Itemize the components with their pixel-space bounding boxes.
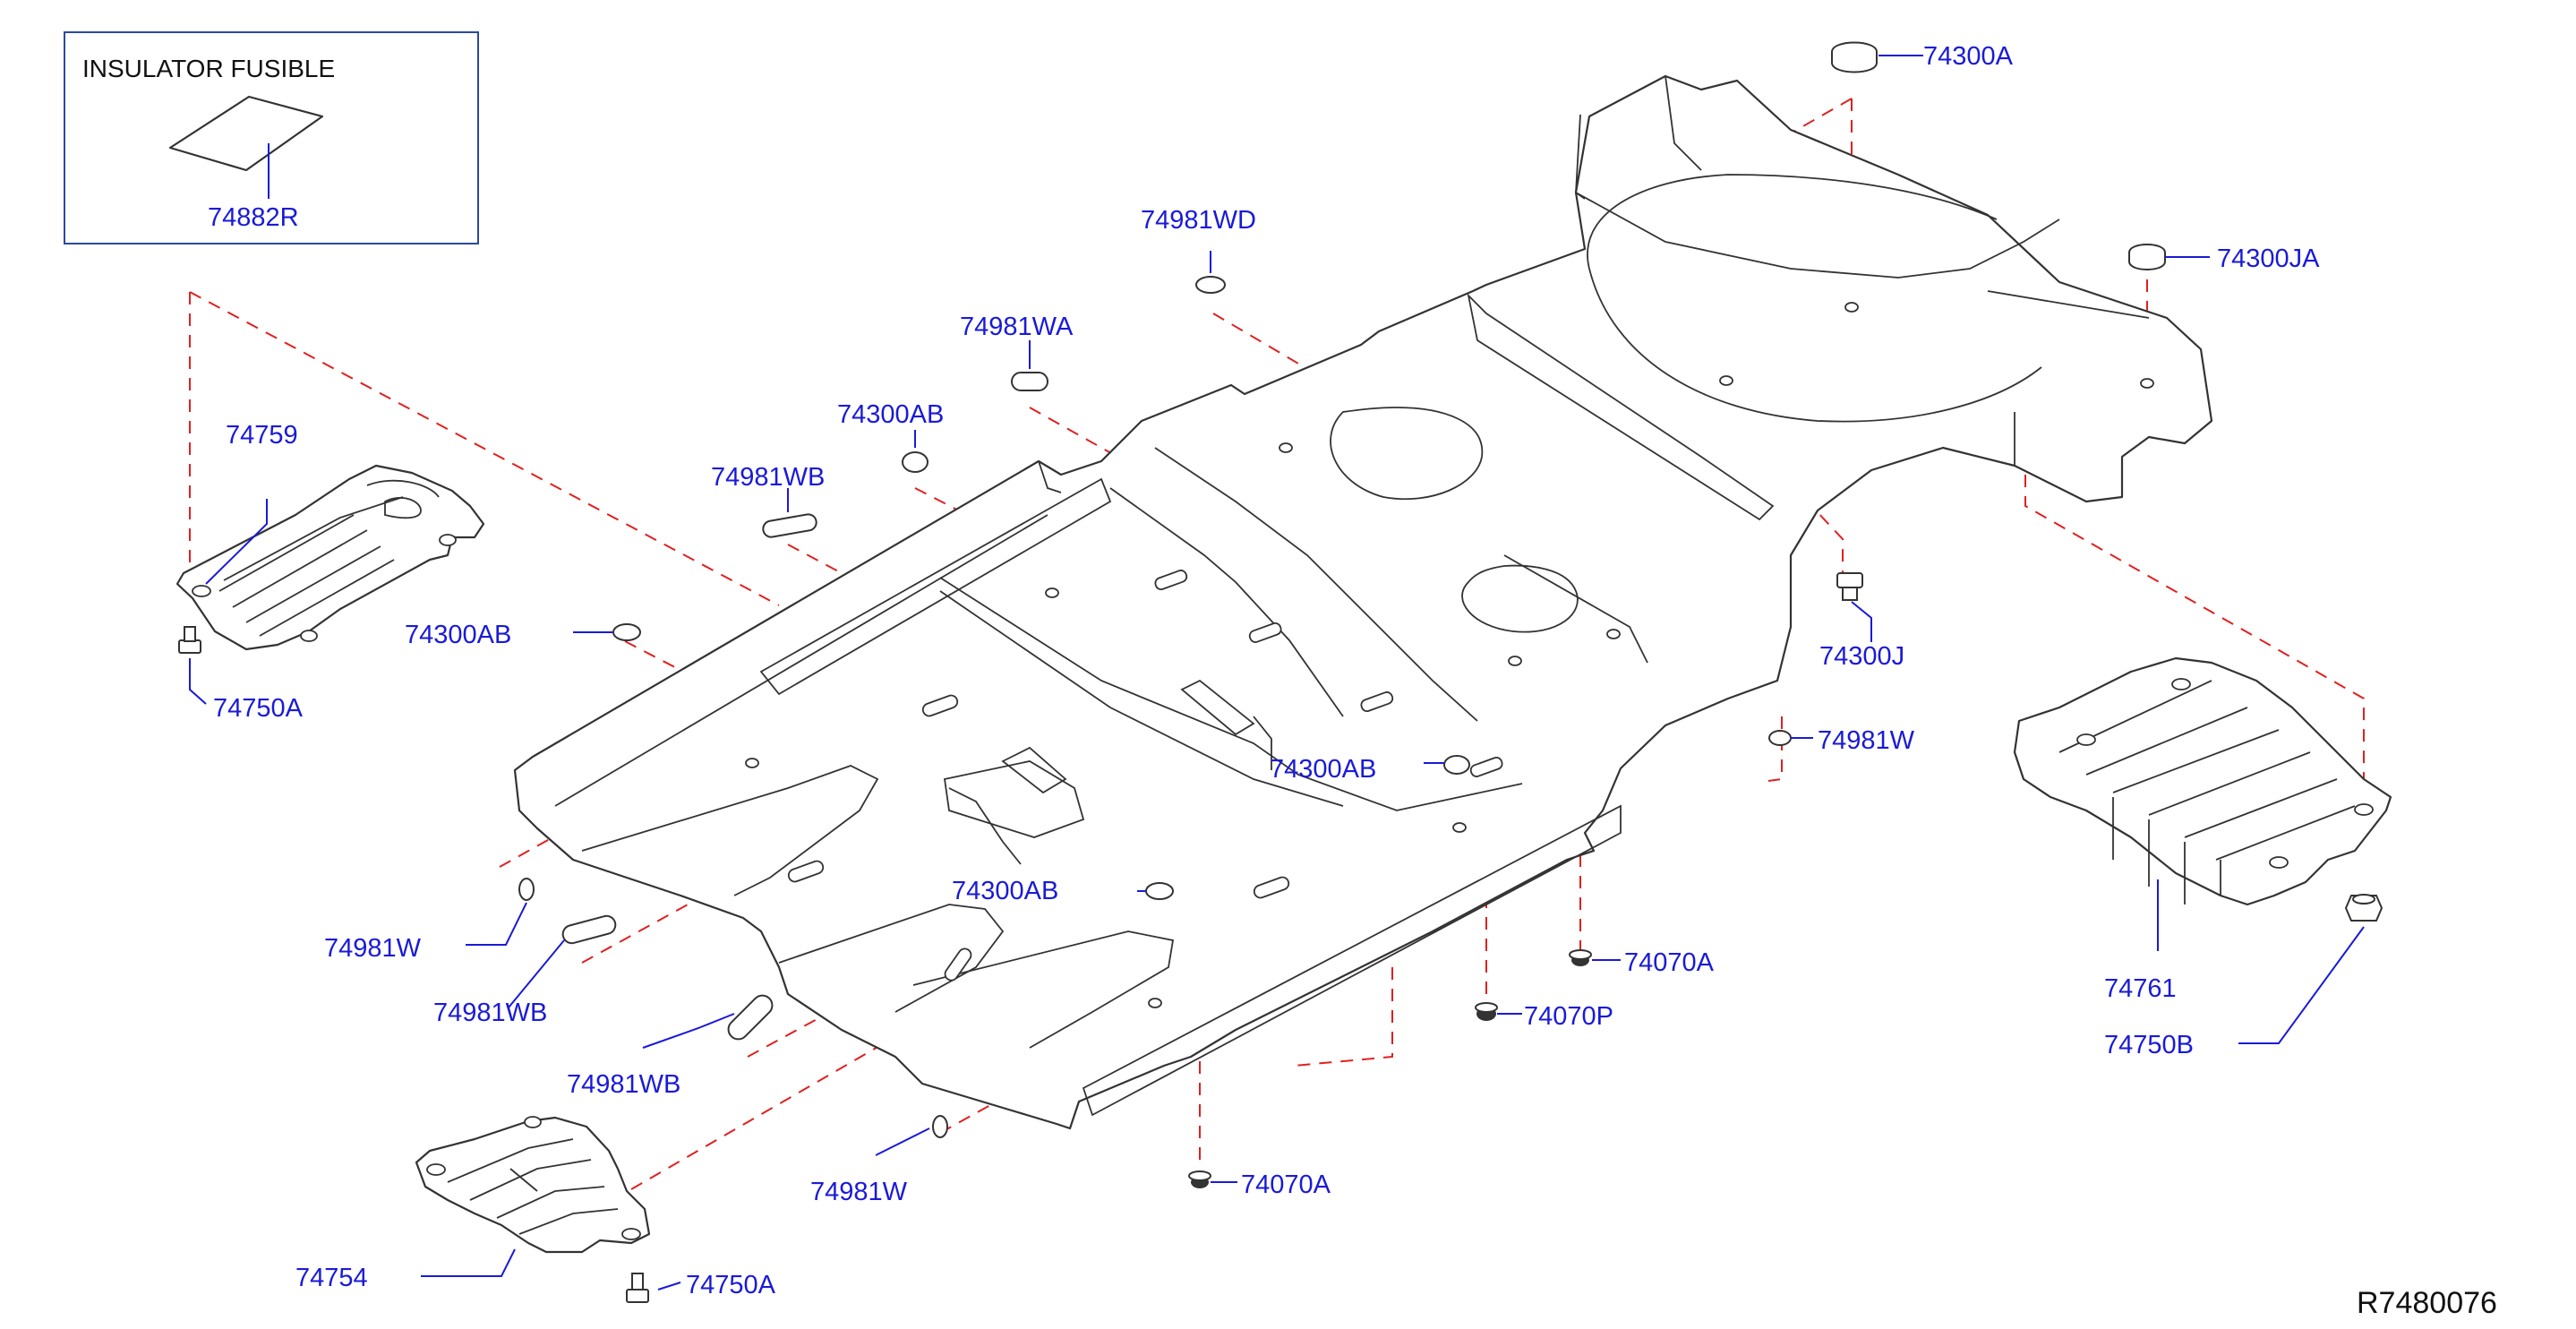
diagram-reference-id: R7480076	[2357, 1286, 2497, 1320]
label-74981w-left: 74981W	[324, 934, 422, 963]
label-74070a-bottom: 74070A	[1241, 1170, 1331, 1199]
label-74300ab-mid: 74300AB	[1270, 755, 1376, 784]
label-74981wb-left: 74981WB	[433, 999, 547, 1027]
label-74300ab-left: 74300AB	[405, 621, 511, 649]
part-labels: 74300A 74300JA 74981WD 74981WA 74300AB 7…	[213, 42, 2320, 1299]
label-74981wb-top: 74981WB	[711, 463, 825, 492]
label-74750a-left: 74750A	[213, 694, 304, 723]
floor-insulator-main	[513, 74, 2213, 1130]
bolt-74750a-bottom	[626, 1273, 649, 1303]
plug-74981wb-top	[762, 513, 817, 538]
inset-title: INSULATOR FUSIBLE	[82, 55, 335, 82]
plug-74300ab-mid	[1443, 755, 1470, 775]
plug-74300a	[1831, 41, 1878, 73]
label-74070p: 74070P	[1524, 1002, 1613, 1031]
label-74981wd: 74981WD	[1141, 206, 1256, 235]
label-74981w-right: 74981W	[1818, 726, 1915, 755]
label-74754: 74754	[295, 1264, 368, 1292]
plug-74981w-bottom	[932, 1115, 948, 1138]
plug-74981wb-left	[561, 914, 617, 945]
clip-74300j	[1836, 572, 1863, 601]
plug-74981w-left	[518, 878, 535, 901]
heat-shield-74759	[175, 464, 485, 651]
label-74070a-right: 74070A	[1624, 948, 1715, 977]
fusible-insulator-pad	[168, 95, 324, 172]
plug-74981wa	[1011, 372, 1048, 391]
label-74761: 74761	[2104, 974, 2177, 1003]
label-74750a-bottom: 74750A	[686, 1271, 776, 1299]
heat-shield-74754	[415, 1116, 651, 1254]
insulator-inset: INSULATOR FUSIBLE 74882R	[64, 31, 479, 244]
heat-shield-74761	[2013, 656, 2392, 906]
plug-74300ja	[2128, 244, 2166, 270]
label-74300a: 74300A	[1923, 42, 2014, 71]
plug-74981wd	[1195, 276, 1226, 294]
label-74750b: 74750B	[2104, 1031, 2194, 1059]
label-74300ab-center: 74300AB	[952, 877, 1058, 905]
inset-part-label: 74882R	[208, 203, 299, 232]
nut-74750b	[2344, 894, 2383, 922]
plugs	[518, 41, 2166, 1138]
fasteners	[178, 572, 2383, 1303]
label-74981w-bottom: 74981W	[810, 1178, 908, 1206]
label-74981wa: 74981WA	[960, 313, 1074, 341]
label-74300j: 74300J	[1819, 642, 1904, 671]
plug-74300ab-left	[612, 623, 641, 641]
floor-holes	[745, 302, 2154, 1008]
plug-74981w-right	[1768, 730, 1792, 746]
label-74759: 74759	[226, 421, 298, 450]
plug-74981wb-bottom	[727, 994, 774, 1041]
label-74981wb-bottom: 74981WB	[567, 1070, 680, 1099]
label-74300ab-top: 74300AB	[837, 400, 944, 429]
plug-74300ab-top	[902, 451, 929, 473]
bolt-74750a-left	[178, 626, 201, 654]
plug-74300ab-center	[1145, 882, 1174, 900]
label-74300ja: 74300JA	[2217, 244, 2320, 273]
leader-lines	[189, 55, 2365, 1290]
